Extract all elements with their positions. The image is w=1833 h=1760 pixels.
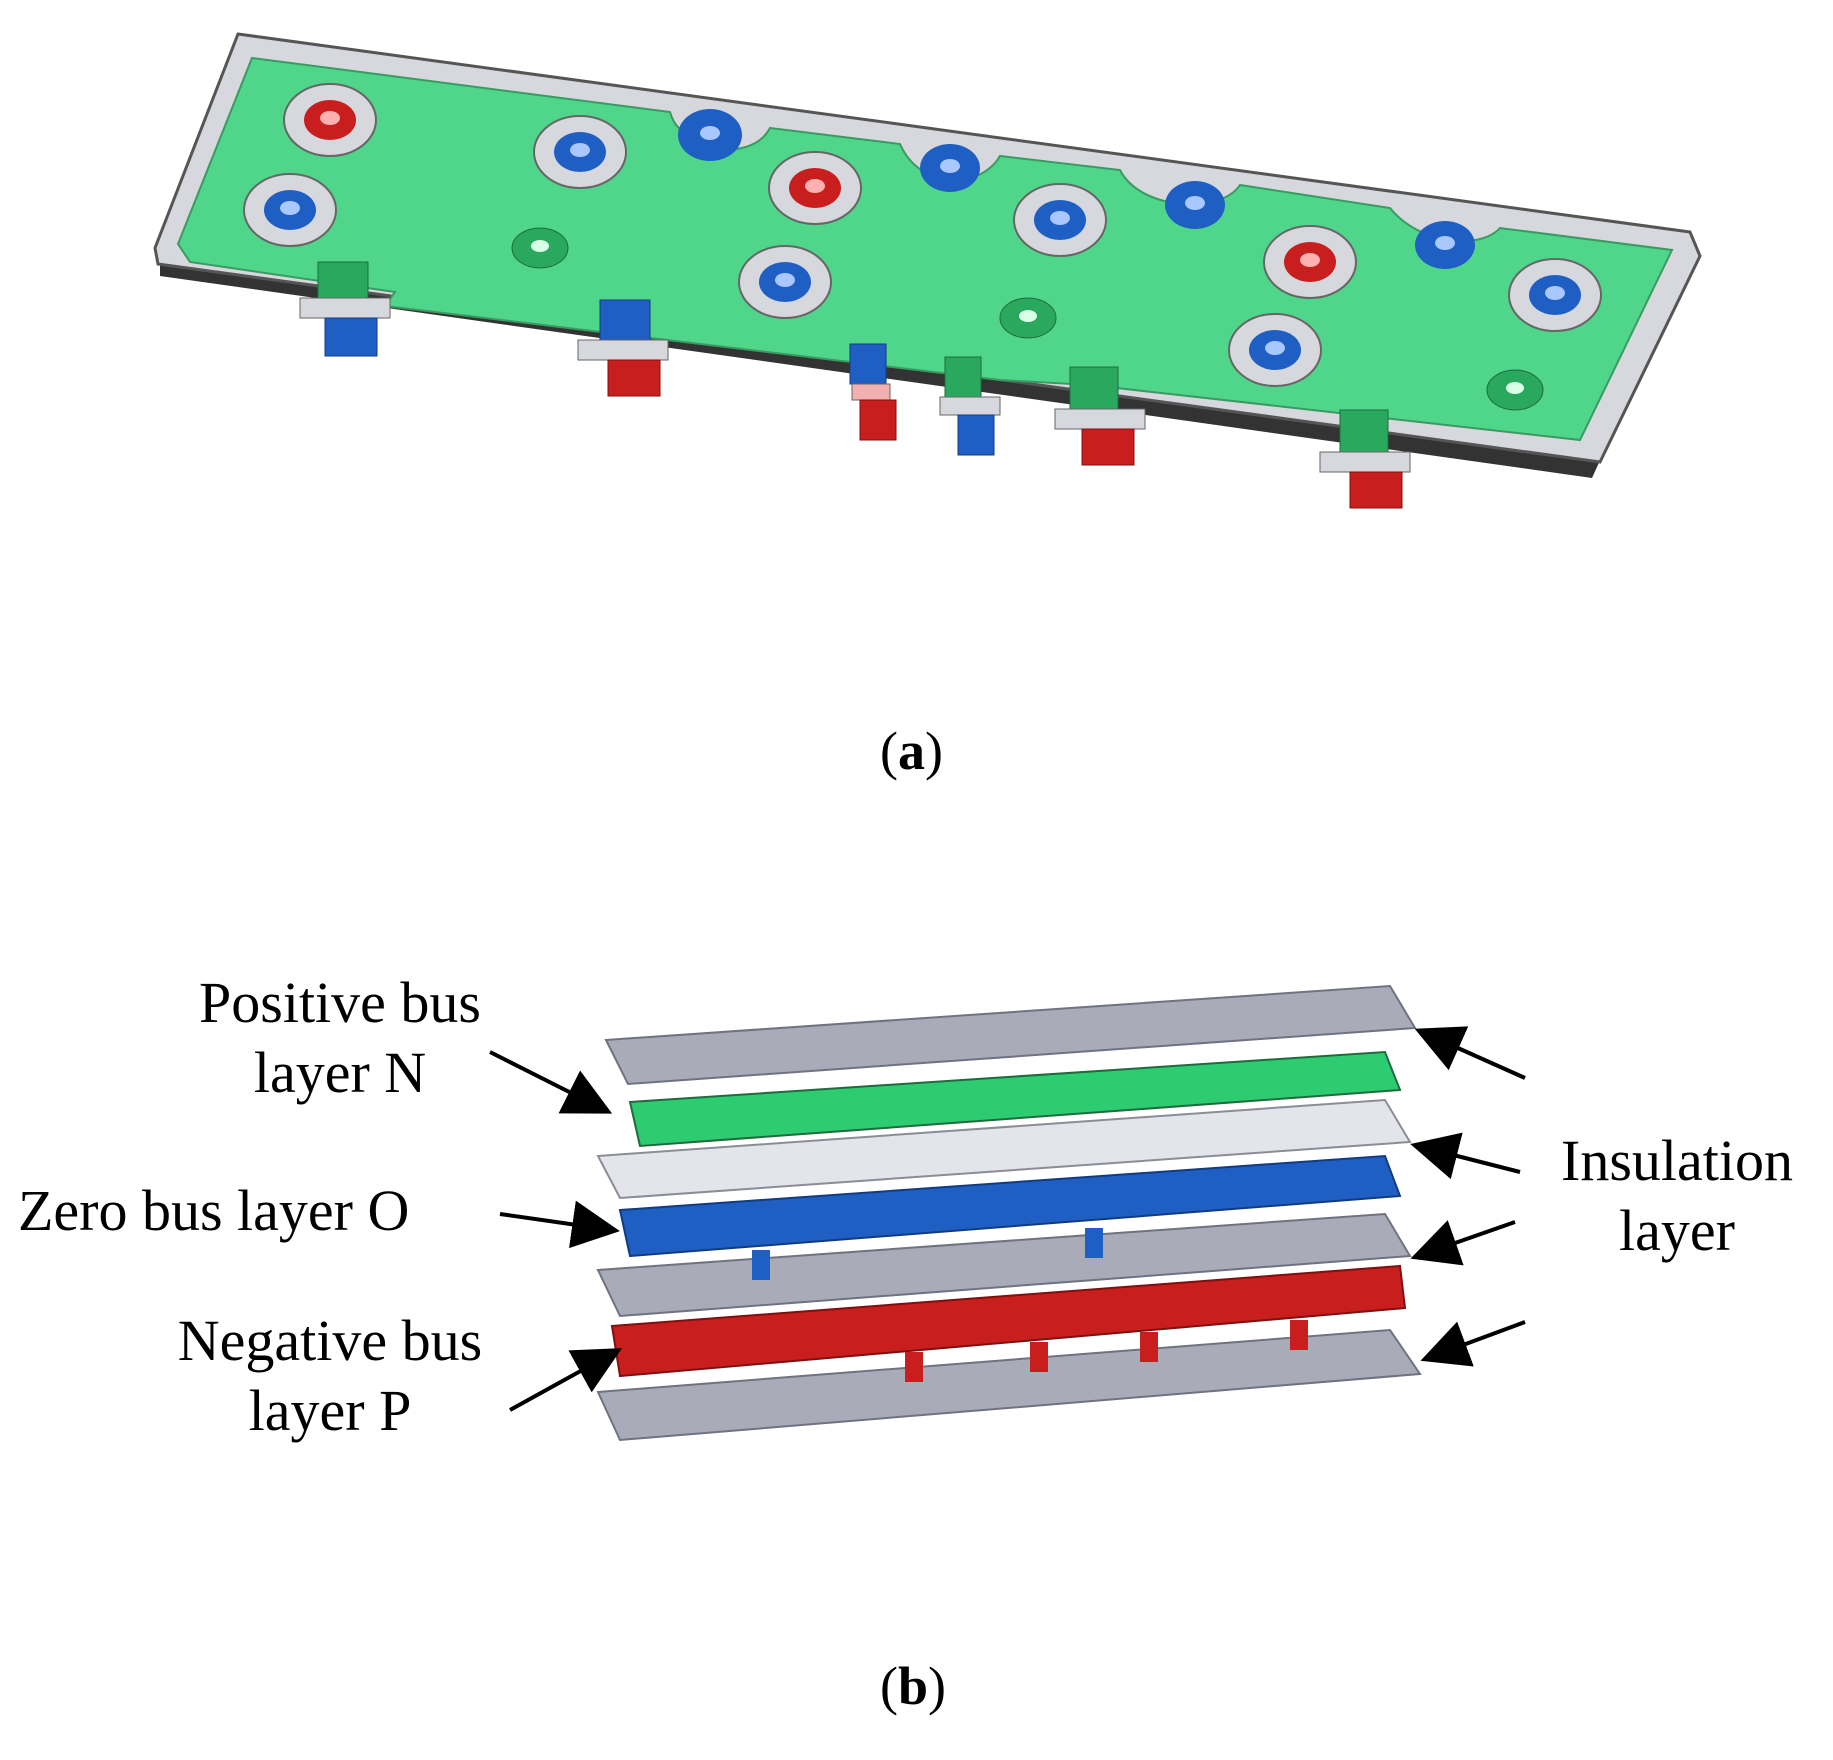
blue-terminal	[1013, 183, 1107, 257]
label-arrows	[489, 1026, 1526, 1412]
positive-bus-layer-n	[628, 1050, 1402, 1148]
insulation-layer-label: Insulation layer	[1561, 1128, 1793, 1263]
terminal-rings	[243, 83, 1602, 411]
insulation-layer-mid-lower	[596, 1212, 1412, 1318]
red-terminal	[1263, 225, 1357, 299]
zero-bus-layer-o	[618, 1154, 1402, 1280]
blue-terminal	[1508, 258, 1602, 332]
exploded-busbar-illustration	[489, 984, 1526, 1442]
insulation-layer-light	[596, 1098, 1412, 1200]
caption-b: (b)	[880, 1656, 947, 1716]
green-mount-hole	[511, 227, 569, 269]
zero-bus-label: Zero bus layer O	[18, 1178, 410, 1243]
red-terminal	[768, 151, 862, 225]
green-mount-hole	[1486, 369, 1544, 411]
blue-terminal	[920, 144, 980, 192]
blue-terminal	[1415, 221, 1475, 269]
blue-terminal	[1228, 313, 1322, 387]
terminal-tabs	[299, 261, 1411, 509]
green-mount-hole	[999, 297, 1057, 339]
blue-terminal	[678, 109, 742, 161]
blue-terminal	[243, 173, 337, 247]
blue-terminal	[1165, 181, 1225, 229]
insulation-layer-bottom	[596, 1328, 1422, 1442]
caption-a: (a)	[880, 721, 943, 781]
blue-terminal	[533, 115, 627, 189]
positive-bus-label: Positive bus layer N	[199, 970, 481, 1105]
blue-terminal	[738, 245, 832, 319]
red-terminal	[283, 83, 377, 157]
assembled-busbar-illustration	[153, 32, 1702, 509]
negative-bus-label: Negative bus layer P	[177, 1308, 483, 1443]
